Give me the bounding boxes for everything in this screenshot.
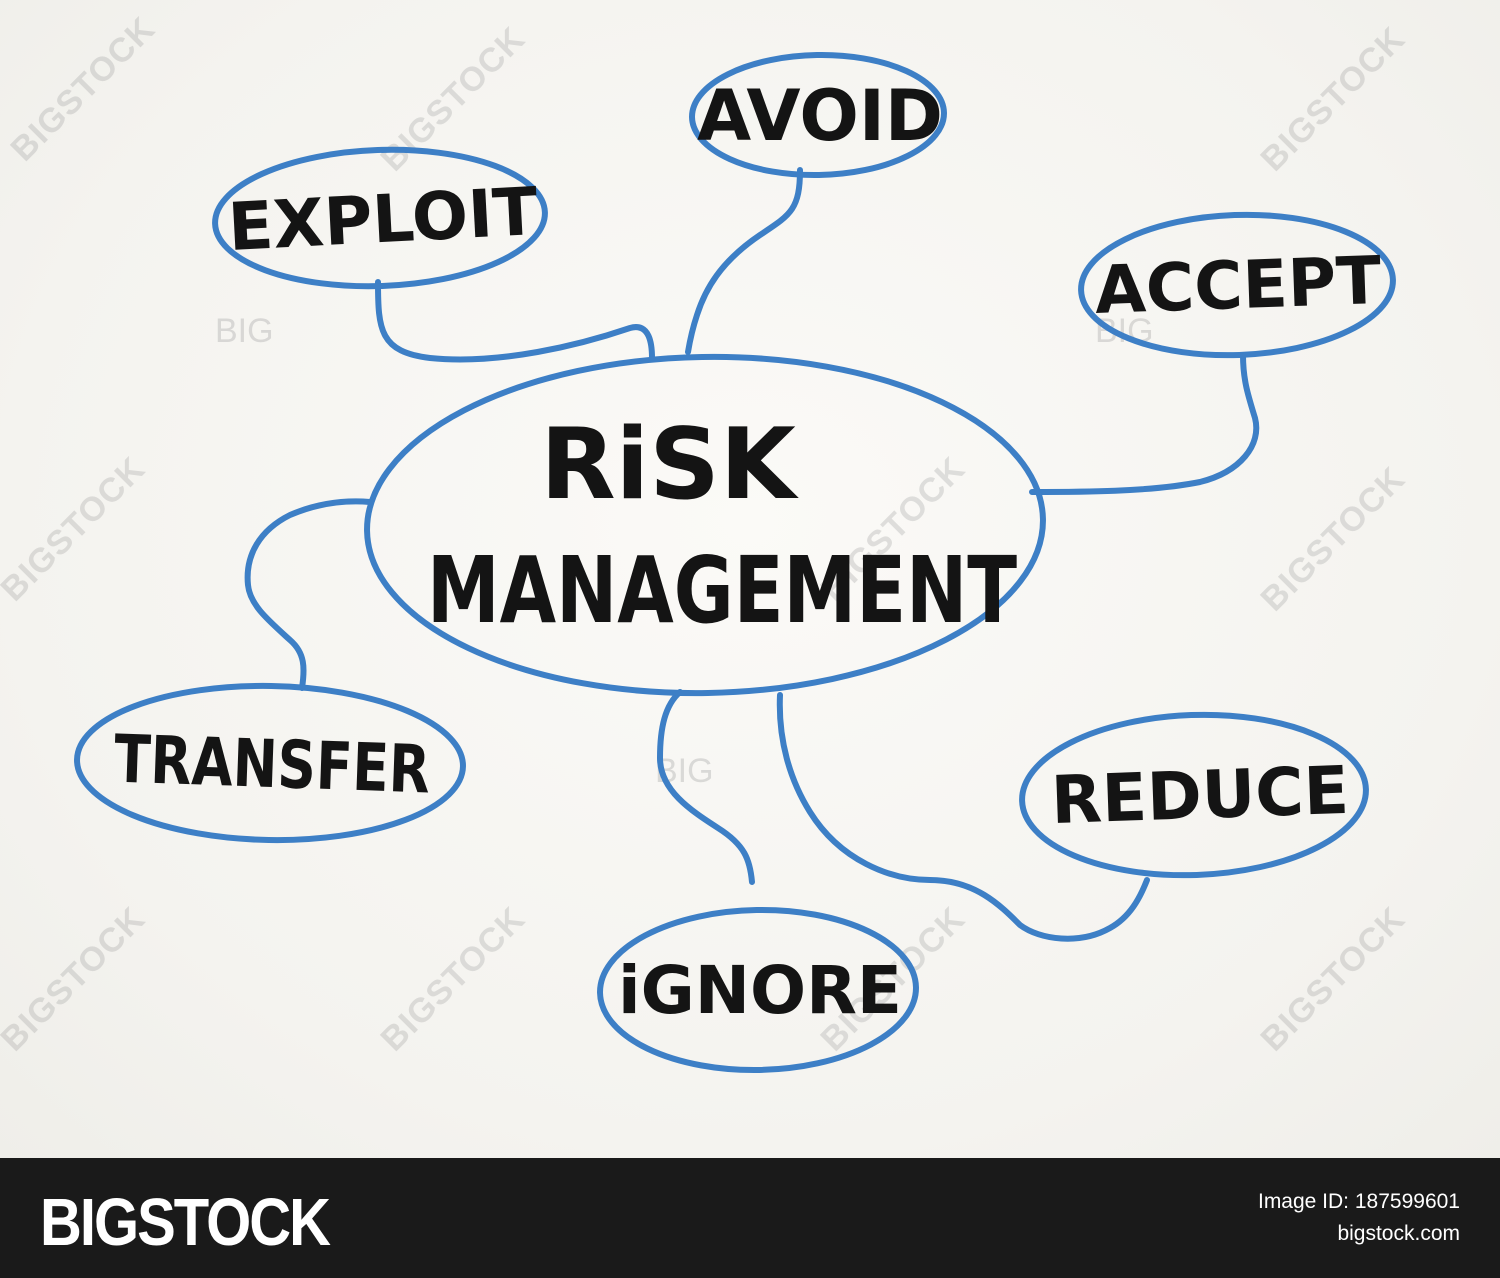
connector-ignore [657,689,755,885]
bigstock-logo: BIGSTOCK [40,1185,331,1260]
node-label-accept: ACCEPT [1093,242,1382,329]
watermark-short: BIG [215,312,274,350]
image-id-line: Image ID: 187599601 [1258,1190,1460,1214]
center-label-line2: MANAGEMENT [427,537,1017,644]
connector-reduce [776,692,1150,942]
connector-transfer [244,498,373,691]
node-border-exploit [212,146,548,290]
image-id-label: Image ID: [1257,1190,1350,1213]
image-id-value: 187599601 [1354,1190,1460,1213]
node-border-transfer [74,682,466,844]
node-label-transfer: TRANSFER [113,721,431,809]
node-border-accept [1078,211,1396,359]
site-url: bigstock.com [1337,1222,1460,1245]
node-border-avoid [689,51,947,179]
node-label-ignore: iGNORE [618,952,902,1029]
connector-exploit [375,279,655,363]
node-border-reduce [1019,711,1369,879]
stock-footer-bar: BIGSTOCK Image ID: 187599601 bigstock.co… [0,1158,1500,1278]
center-label-line1: RiSK [540,408,799,522]
node-label-avoid: AVOID [697,75,943,157]
mind-map-canvas: BIGSTOCK BIGSTOCK BIGSTOCK BIGSTOCK BIGS… [0,0,1500,1158]
connector-avoid [685,167,803,355]
connector-accept [1029,352,1260,495]
node-border-ignore [597,906,919,1074]
node-border-center [364,353,1046,697]
node-label-exploit: EXPLOIT [226,173,539,266]
mind-map: EXPLOIT AVOID ACCEPT RiSK MANAGEMENT TRA… [74,51,1396,1074]
node-label-reduce: REDUCE [1050,752,1350,839]
